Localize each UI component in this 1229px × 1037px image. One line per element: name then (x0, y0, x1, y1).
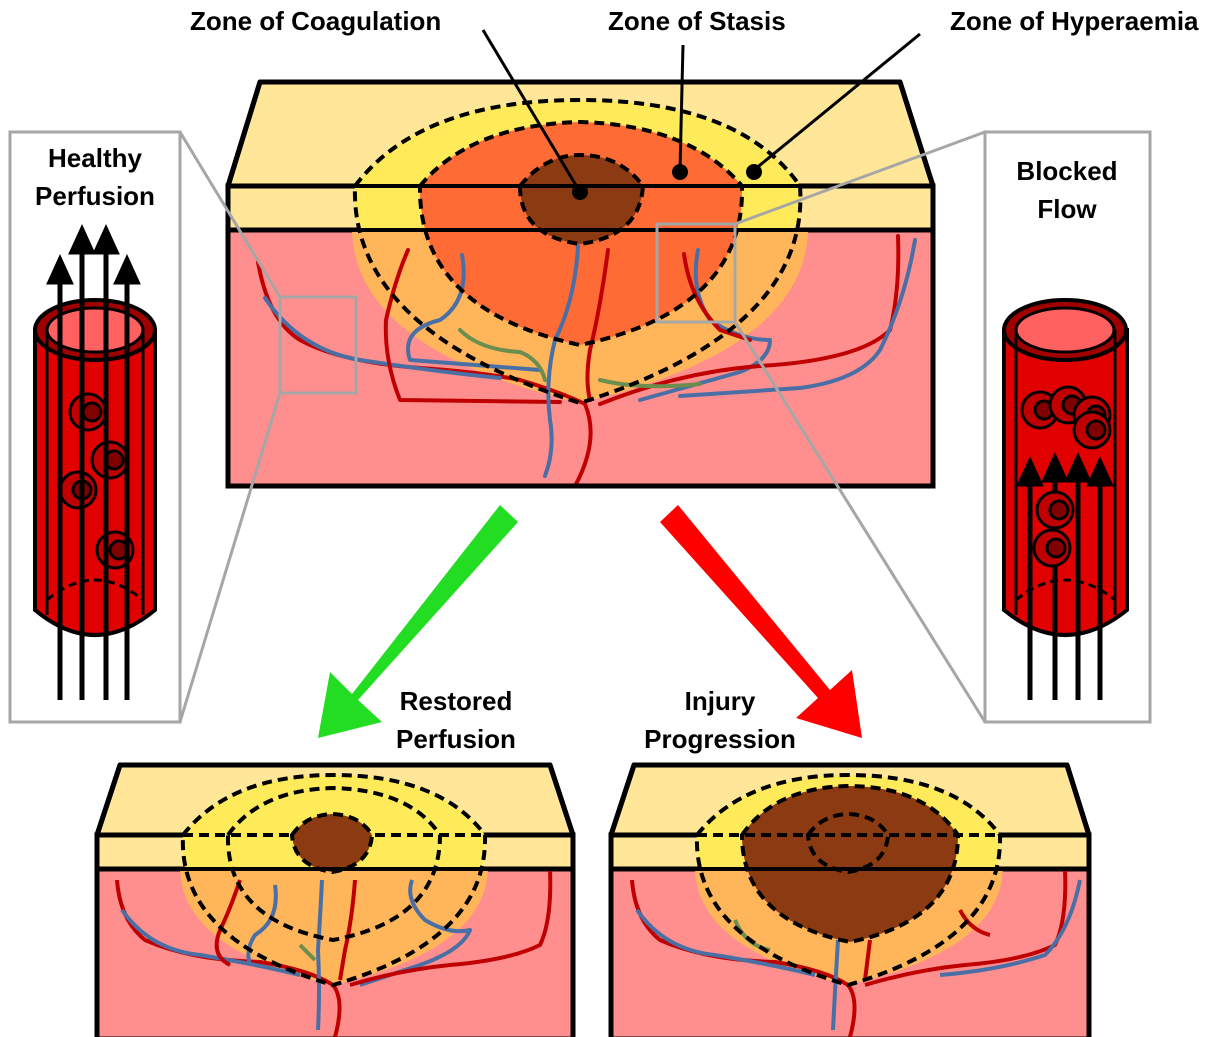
blocked-label-line2: Flow (1037, 194, 1097, 224)
main-skin-block (228, 82, 933, 486)
healthy-inset: Healthy Perfusion (10, 132, 180, 722)
restored-skin-block (97, 765, 573, 1037)
injury-label-line2: Progression (644, 724, 796, 754)
label-zone-stasis: Zone of Stasis (608, 6, 786, 36)
blocked-label-line1: Blocked (1016, 156, 1117, 186)
injury-label-line1: Injury (685, 686, 756, 716)
restored-label-line2: Perfusion (396, 724, 516, 754)
healthy-label-line1: Healthy (48, 143, 142, 173)
blocked-inset: Blocked Flow (985, 132, 1150, 722)
label-zone-coagulation: Zone of Coagulation (190, 6, 441, 36)
healthy-label-line2: Perfusion (35, 181, 155, 211)
label-zone-hyperaemia: Zone of Hyperaemia (950, 6, 1199, 36)
restored-label-line1: Restored (400, 686, 513, 716)
progression-skin-block (611, 765, 1089, 1037)
